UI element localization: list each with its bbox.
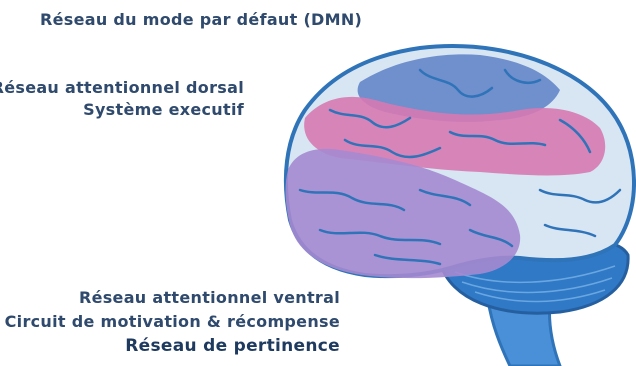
dorsal-attention-label: Réseau attentionnel dorsal bbox=[0, 78, 244, 98]
ventral-attention-label: Réseau attentionnel ventral bbox=[79, 288, 340, 308]
motivation-reward-label: Circuit de motivation & récompense bbox=[5, 312, 340, 332]
dmn-label: Réseau du mode par défaut (DMN) bbox=[40, 10, 362, 30]
executive-system-label: Système executif bbox=[83, 100, 244, 120]
salience-network-label: Réseau de pertinence bbox=[125, 336, 340, 356]
